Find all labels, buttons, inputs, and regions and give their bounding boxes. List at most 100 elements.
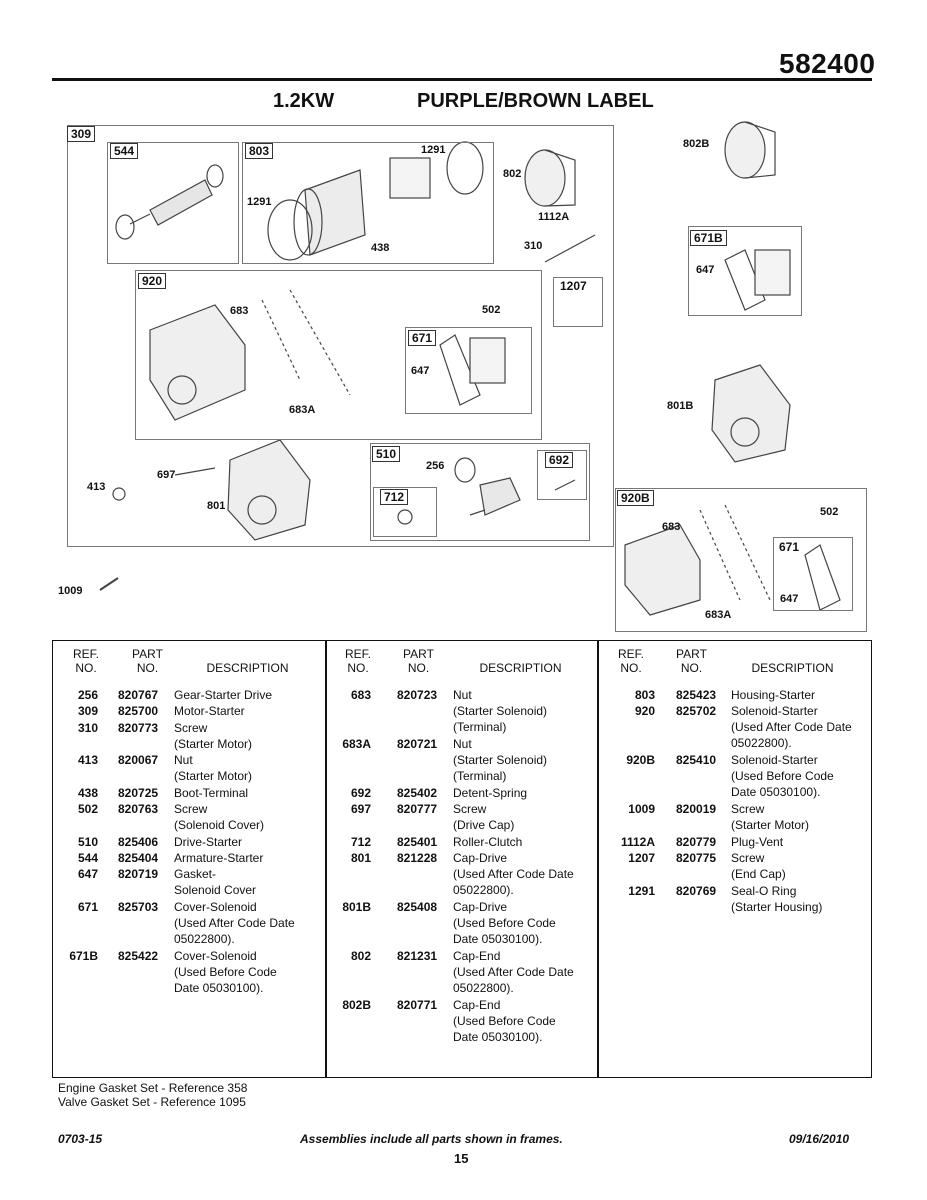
callout-647: 647 [411, 365, 430, 377]
header-ref-2: REF.NO. [344, 647, 371, 675]
description: Date 05030100). [174, 980, 264, 995]
ref-no: 920 [634, 704, 655, 719]
description: 05022800). [453, 980, 514, 995]
ref-no: 502 [77, 802, 98, 817]
frame-label-671: 671 [408, 330, 437, 346]
model-number: 582400 [779, 48, 876, 79]
frame-label-920: 920 [138, 273, 167, 289]
header-rule [52, 78, 872, 81]
frame-803 [242, 142, 494, 264]
frame-671 [405, 327, 532, 414]
ref-no: 413 [77, 753, 98, 768]
callout-801: 801 [207, 500, 226, 512]
description: Solenoid Cover [174, 883, 257, 898]
frame-692 [537, 450, 587, 500]
ref-no: 683 [350, 688, 371, 702]
ref-no: 256 [77, 688, 98, 702]
ref-no: 438 [77, 785, 98, 800]
description: Cap-End [453, 997, 501, 1012]
ref-no: 1009 [628, 802, 655, 817]
description: 05022800). [453, 883, 514, 897]
part-no: 821228 [397, 851, 438, 865]
callout-683: 683 [230, 305, 249, 317]
footer-date: 09/16/2010 [789, 1132, 850, 1146]
description: (Starter Housing) [731, 899, 823, 914]
ref-no: 310 [77, 720, 98, 735]
description: Screw [174, 802, 208, 817]
engine-gasket-note: Engine Gasket Set - Reference 358 [58, 1081, 248, 1095]
part-no: 821231 [397, 948, 438, 963]
part-no: 820723 [397, 688, 438, 702]
description: Drive-Starter [174, 834, 243, 849]
frame-309 [67, 125, 614, 547]
description: Screw [453, 802, 487, 817]
description: (Solenoid Cover) [174, 818, 265, 833]
description: (Used Before Code [174, 964, 277, 979]
ref-no: 1291 [628, 883, 655, 898]
ref-no: 647 [77, 867, 98, 882]
callout-683: 683 [662, 521, 681, 533]
table-divider-1 [325, 640, 327, 1077]
description: (Used Before Code [453, 915, 556, 930]
frame-label-920b: 920B [617, 490, 654, 506]
header-ref-3: REF.NO. [617, 647, 644, 675]
frame-510 [370, 443, 590, 541]
part-no: 825702 [676, 704, 717, 719]
ref-no: 712 [350, 834, 371, 849]
part-no: 825423 [676, 688, 717, 702]
part-no: 820775 [676, 851, 717, 865]
description: (Drive Cap) [453, 818, 515, 833]
ref-no: 803 [634, 688, 655, 702]
frame-label-692: 692 [545, 452, 574, 468]
part-no: 820771 [397, 997, 438, 1012]
ref-no: 697 [350, 802, 371, 817]
frame-920b [615, 488, 867, 632]
description: 05022800). [731, 736, 792, 751]
description: Gasket- [174, 867, 217, 882]
header-ref-1: REF.NO. [72, 647, 99, 675]
description: Date 05030100). [453, 1029, 543, 1044]
description: Cap-Drive [453, 851, 508, 865]
header-desc-3: DESCRIPTION [751, 661, 834, 675]
frame-544 [107, 142, 239, 264]
callout-697: 697 [157, 469, 176, 481]
page-number: 15 [454, 1151, 469, 1166]
callout-647: 647 [780, 593, 799, 605]
callout-683a: 683A [289, 404, 316, 416]
callout-438: 438 [371, 242, 390, 254]
description: Date 05030100). [731, 785, 821, 800]
frame-920 [135, 270, 542, 440]
description: (Used Before Code [731, 769, 834, 784]
callout-502: 502 [482, 304, 501, 316]
description: Detent-Spring [453, 785, 528, 800]
part-no: 825401 [397, 834, 438, 849]
part-no: 820721 [397, 736, 438, 751]
description: Date 05030100). [453, 931, 543, 946]
frame-label-309: 309 [67, 126, 96, 142]
description: (Used After Code Date [453, 867, 574, 881]
ref-no: 920B [626, 753, 655, 768]
power-rating: 1.2KW [273, 90, 335, 112]
part-no: 825703 [118, 899, 159, 914]
description: Housing-Starter [731, 688, 816, 702]
part-no: 820019 [676, 802, 717, 817]
description: (Starter Motor) [174, 736, 253, 751]
part-no: 825410 [676, 753, 717, 768]
description: Cap-Drive [453, 899, 508, 914]
ref-no: 802 [350, 948, 371, 963]
part-no: 820067 [118, 753, 159, 768]
description: Solenoid-Starter [731, 704, 818, 719]
description: Seal-O Ring [731, 883, 797, 898]
description: Armature-Starter [174, 851, 264, 865]
diagram-illustrations [99, 121, 841, 616]
ref-no: 671 [77, 899, 98, 914]
ref-no: 510 [77, 834, 98, 849]
frame-671-b [773, 537, 853, 611]
ref-no: 801B [342, 899, 371, 914]
frame-label-671b: 671B [690, 230, 727, 246]
description: Boot-Terminal [174, 785, 249, 800]
header-desc-1: DESCRIPTION [206, 661, 289, 675]
parts-diagram: 309 544 803 920 1207 671 510 692 712 671… [58, 121, 867, 632]
